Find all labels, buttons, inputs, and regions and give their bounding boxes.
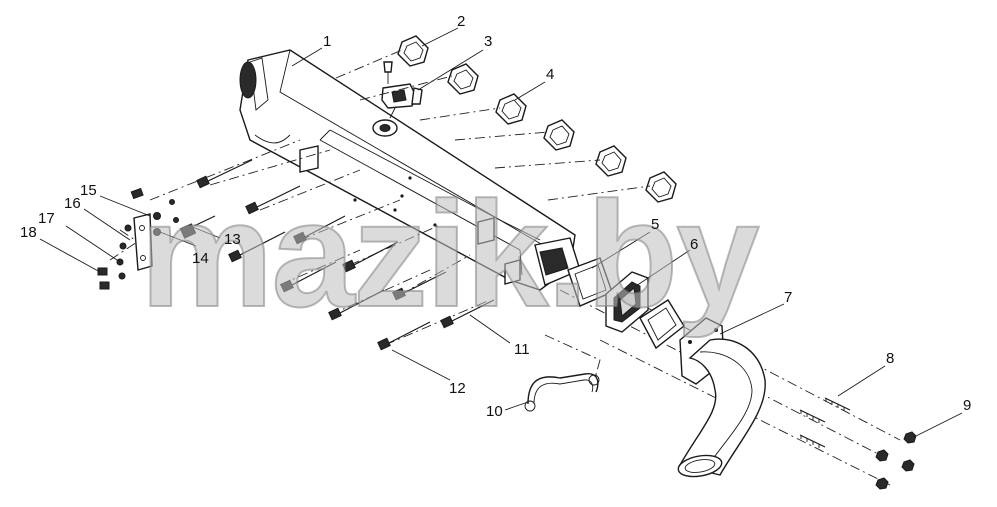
callout-10: 10 [486,403,503,420]
leader-lines [39,27,963,438]
callout-14: 14 [192,250,209,267]
callout-5: 5 [651,216,660,233]
callout-7: 7 [784,289,793,306]
callout-17: 17 [38,210,55,227]
callout-15: 15 [80,182,97,199]
sensor [381,61,423,119]
callout-9: 9 [963,397,972,414]
callout-6: 6 [690,236,699,253]
callout-18: 18 [20,224,37,241]
callout-1: 1 [323,33,332,50]
callout-8: 8 [886,350,895,367]
callout-4: 4 [546,66,555,83]
port-gaskets [397,35,677,203]
callout-13: 13 [224,231,241,248]
callout-16: 16 [64,195,81,212]
callout-3: 3 [484,33,493,50]
outlet-assembly [567,257,766,478]
callout-2: 2 [457,13,466,30]
bracket-hardware [97,187,179,290]
studs-and-nuts [799,397,917,490]
callout-11: 11 [514,341,530,358]
callout-12: 12 [449,380,466,397]
tube [524,373,600,412]
long-bolts [179,159,495,351]
